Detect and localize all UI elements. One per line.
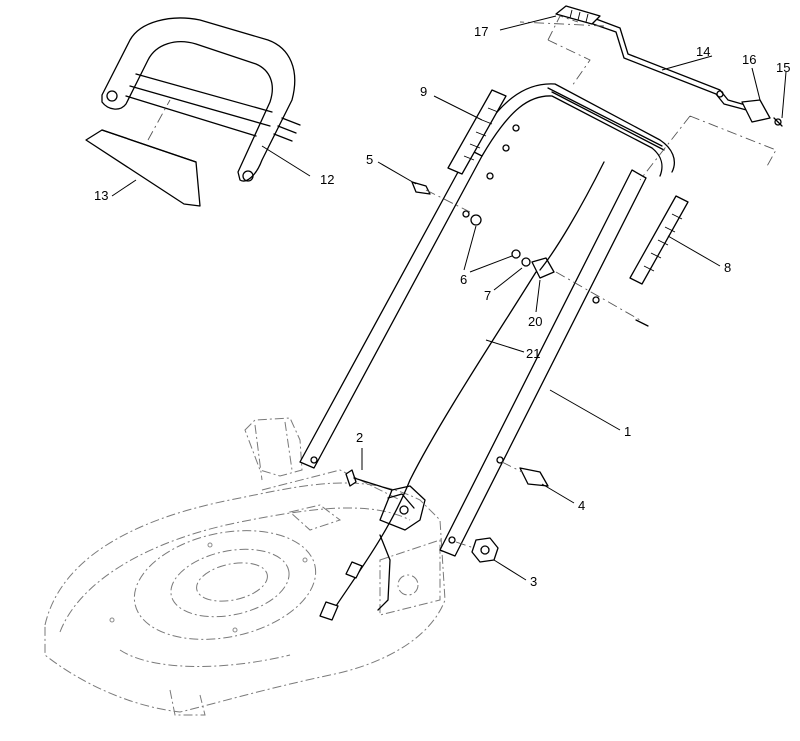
control-bail-rod xyxy=(569,9,757,113)
carriage-bolt xyxy=(411,181,431,195)
bottom-bolt xyxy=(345,469,393,491)
grip-pad xyxy=(85,129,201,207)
callout-12: 12 xyxy=(320,172,334,187)
mower-deck-outline xyxy=(44,417,446,716)
callout-7: 7 xyxy=(484,288,491,303)
handle-knob xyxy=(471,537,499,563)
callout-14: 14 xyxy=(696,44,710,59)
nut-and-washer xyxy=(470,214,531,267)
callout-3: 3 xyxy=(530,574,537,589)
cable-clamp xyxy=(531,257,555,279)
callout-15: 15 xyxy=(776,60,790,75)
upper-handle-grip xyxy=(101,17,301,182)
handle-spacer xyxy=(519,467,549,487)
callout-8: 8 xyxy=(724,260,731,275)
callout-16: 16 xyxy=(742,52,756,67)
callout-17: 17 xyxy=(474,24,488,39)
control-cable xyxy=(319,161,605,621)
callout-13: 13 xyxy=(94,188,108,203)
callout-4: 4 xyxy=(578,498,585,513)
callout-9: 9 xyxy=(420,84,427,99)
lower-handle-bracket xyxy=(377,485,426,611)
callout-1: 1 xyxy=(624,424,631,439)
leader-lines xyxy=(111,15,787,581)
bail-end-fitting xyxy=(741,99,783,127)
bail-clip xyxy=(555,5,601,25)
left-cable-guide xyxy=(447,89,507,175)
callout-6: 6 xyxy=(460,272,467,287)
main-handle xyxy=(299,83,675,557)
callout-2: 2 xyxy=(356,430,363,445)
callout-5: 5 xyxy=(366,152,373,167)
right-cable-guide xyxy=(629,195,689,285)
callout-labels: 1 2 3 4 5 6 7 8 9 12 13 14 15 16 17 20 2… xyxy=(94,24,790,589)
callout-20: 20 xyxy=(528,314,542,329)
callout-21: 21 xyxy=(526,346,540,361)
